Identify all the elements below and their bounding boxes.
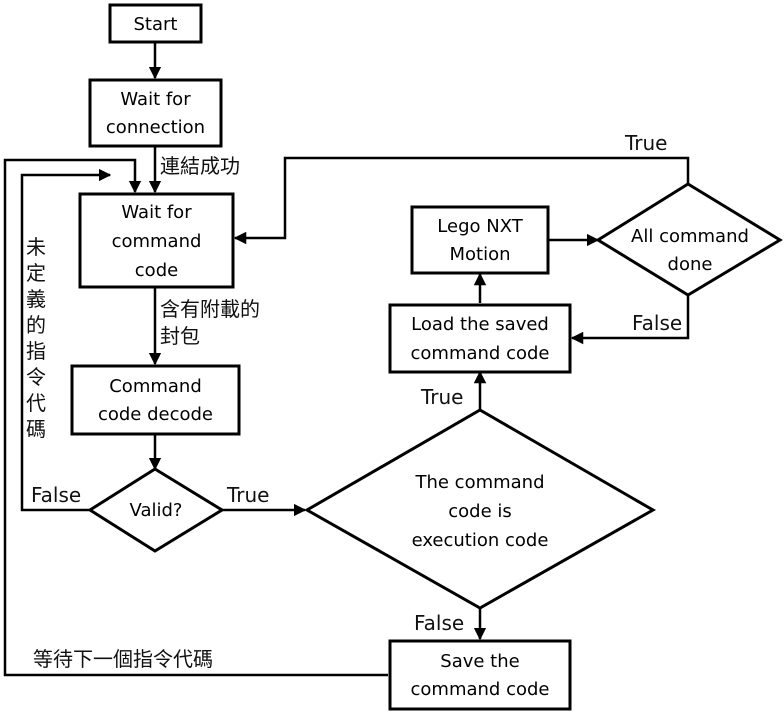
- lego-motion-label: Lego NXT Motion: [437, 216, 523, 265]
- valid-label-line-1: Valid?: [130, 500, 183, 521]
- save-command-label: Save the command code: [411, 651, 550, 700]
- wait-command-label-line-3: code: [135, 260, 178, 281]
- command-decode-label: Command code decode: [98, 376, 213, 425]
- exec-true-label: True: [420, 385, 463, 409]
- all-done-label-line-1: All command: [631, 226, 749, 247]
- edge-valid-false-loop: [20, 168, 112, 512]
- valid-false-label: False: [31, 483, 81, 507]
- start-node: Start: [108, 3, 203, 44]
- valid-decision: Valid?: [87, 467, 225, 553]
- wait-command-label: Wait for command code: [112, 202, 202, 281]
- vertical-char: 指: [26, 339, 46, 363]
- edges: [3, 42, 690, 677]
- lego-motion-label-line-2: Motion: [449, 244, 510, 265]
- command-decode-node: Command code decode: [70, 364, 241, 436]
- load-saved-label-line-1: Load the saved: [411, 314, 549, 335]
- done-true-label: True: [624, 131, 667, 155]
- is-execution-label: The command code is execution code: [412, 472, 549, 551]
- vertical-char: 定: [26, 261, 46, 285]
- load-saved-label-line-2: command code: [411, 343, 550, 364]
- vertical-char: 義: [26, 287, 46, 311]
- command-decode-label-line-2: code decode: [98, 404, 213, 425]
- vertical-char: 未: [26, 235, 46, 259]
- payload-packet-label: 含有附載的封包: [160, 297, 260, 348]
- wait-connection-label: Wait for connection: [106, 89, 205, 138]
- start-label-line-1: Start: [134, 14, 178, 35]
- all-done-decision: All command done: [595, 182, 783, 297]
- save-command-label-line-2: command code: [411, 679, 550, 700]
- wait-next-command-label: 等待下一個指令代碼: [33, 647, 213, 671]
- vertical-char: 的: [26, 313, 46, 337]
- valid-true-label: True: [226, 483, 269, 507]
- is-execution-decision: The command code is execution code: [303, 408, 657, 610]
- edge-save-loop: [3, 158, 388, 677]
- payload-packet-label-line-2: 封包: [160, 324, 200, 348]
- undefined-command-label: 未定義的指令代碼: [26, 235, 46, 441]
- valid-label: Valid?: [130, 500, 183, 521]
- connected-label: 連結成功: [160, 154, 240, 178]
- is-execution-label-line-1: The command: [414, 472, 544, 493]
- vertical-char: 代: [26, 391, 46, 415]
- is-execution-label-line-2: code is: [448, 501, 512, 522]
- wait-connection-node: Wait for connection: [88, 78, 223, 148]
- wait-connection-label-line-2: connection: [106, 117, 205, 138]
- edge-done-false: [570, 295, 690, 345]
- wait-command-label-line-2: command: [112, 231, 202, 252]
- start-label: Start: [134, 14, 178, 35]
- vertical-char: 令: [26, 365, 46, 389]
- save-command-node: Save the command code: [388, 639, 572, 711]
- is-execution-label-line-3: execution code: [412, 530, 549, 551]
- payload-packet-label-line-1: 含有附載的: [160, 297, 260, 321]
- command-decode-label-line-1: Command: [109, 376, 202, 397]
- wait-connection-label-line-1: Wait for: [120, 89, 191, 110]
- all-done-label: All command done: [631, 226, 749, 275]
- exec-false-label: False: [414, 611, 464, 635]
- done-false-label: False: [632, 311, 682, 335]
- vertical-char: 碼: [26, 417, 46, 441]
- wait-command-label-line-1: Wait for: [121, 202, 192, 223]
- wait-command-node: Wait for command code: [78, 192, 235, 289]
- lego-motion-node: Lego NXT Motion: [410, 205, 550, 275]
- all-done-label-line-2: done: [668, 254, 713, 275]
- edge-labels: 連結成功 含有附載的封包 未定義的指令代碼 等待下一個指令代碼 False Tr…: [26, 131, 682, 671]
- edge-done-true: [233, 156, 690, 245]
- lego-motion-label-line-1: Lego NXT: [437, 216, 523, 237]
- load-saved-label: Load the saved command code: [411, 314, 550, 364]
- save-command-label-line-1: Save the: [440, 651, 519, 672]
- load-saved-node: Load the saved command code: [388, 303, 572, 374]
